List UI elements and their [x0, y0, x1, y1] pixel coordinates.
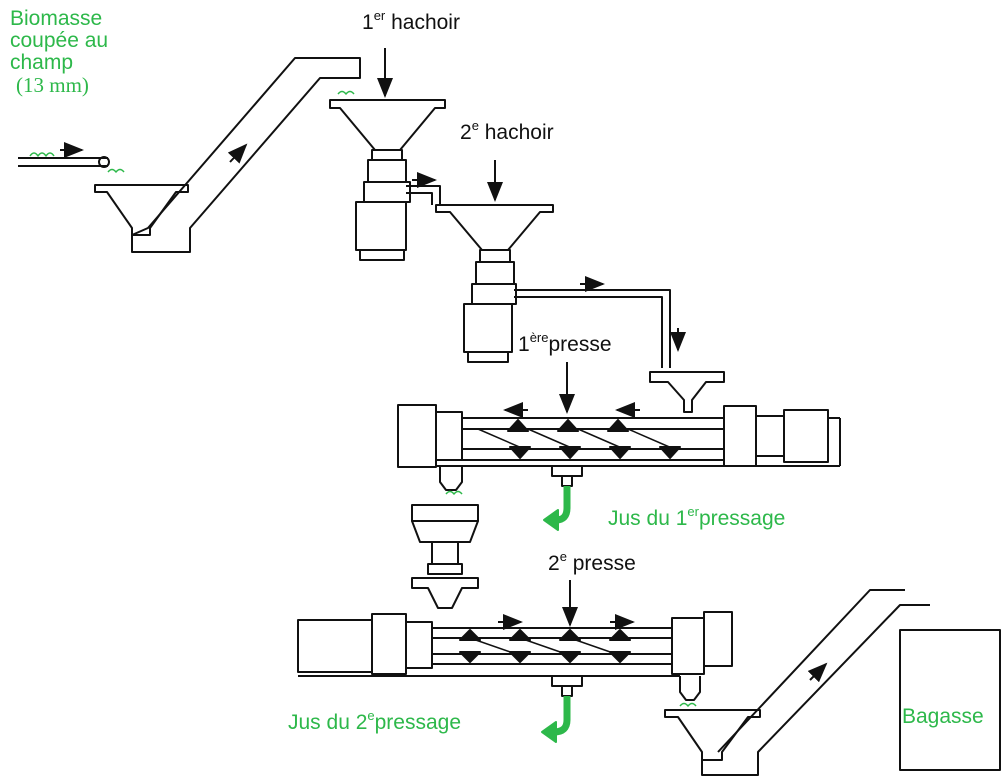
input-belt — [18, 142, 125, 173]
biomass-line-2: coupée au — [10, 29, 109, 53]
conveyor-2 — [701, 589, 930, 776]
press-2-number: 2 — [548, 552, 560, 575]
press-1-text: presse — [548, 333, 612, 356]
intake-hopper — [94, 184, 189, 236]
press-2 — [297, 580, 733, 707]
juice-1-suffix: pressage — [698, 507, 786, 530]
juice-1-sup: er — [687, 504, 699, 519]
juice-2-sup: e — [367, 708, 375, 723]
biomass-line-1: Biomasse — [10, 7, 103, 30]
juice-1-arrow — [543, 486, 571, 531]
juice-2-suffix: pressage — [374, 711, 462, 734]
biomass-line-3: champ — [10, 51, 74, 75]
juice-2-label: Jus du 2epressage — [288, 709, 462, 734]
juice-2-text: Jus du 2 — [288, 711, 368, 734]
juice-1-label: Jus du 1erpressage — [608, 505, 786, 530]
chopper-2-label: 2e hachoir — [460, 119, 554, 144]
chopper-1-number: 1 — [362, 11, 374, 34]
biomass-label: Biomasse coupée au champ (13 mm) — [10, 7, 109, 98]
juice-2-arrow — [541, 696, 571, 743]
transfer-hopper — [411, 504, 479, 609]
chopper-1-text: hachoir — [385, 11, 460, 34]
chopper-2-text: hachoir — [478, 121, 554, 144]
pipe-1 — [406, 172, 441, 205]
press-1 — [397, 362, 841, 495]
press-1-sup: ère — [529, 330, 549, 345]
bagasse-bin — [899, 629, 1001, 771]
chopper-1-label: 1er hachoir — [362, 9, 460, 34]
biomass-line-4: (13 mm) — [16, 73, 89, 98]
bagasse-hopper — [664, 709, 761, 761]
conveyor-1 — [131, 57, 361, 253]
press-2-text: presse — [566, 552, 636, 575]
chopper-2 — [435, 160, 554, 363]
press-2-label: 2e presse — [548, 550, 636, 575]
press-1-number: 1 — [518, 333, 530, 356]
chopper-1 — [329, 48, 446, 261]
chopper-2-number: 2 — [460, 121, 472, 144]
juice-1-text: Jus du 1 — [608, 507, 688, 530]
bagasse-label: Bagasse — [902, 705, 984, 728]
press-2-sup: e — [559, 549, 567, 564]
chopper-1-sup: er — [373, 8, 386, 23]
press-1-label: 1èrepresse — [518, 331, 612, 356]
pipe-2 — [514, 276, 686, 368]
chopper-2-sup: e — [471, 118, 479, 133]
